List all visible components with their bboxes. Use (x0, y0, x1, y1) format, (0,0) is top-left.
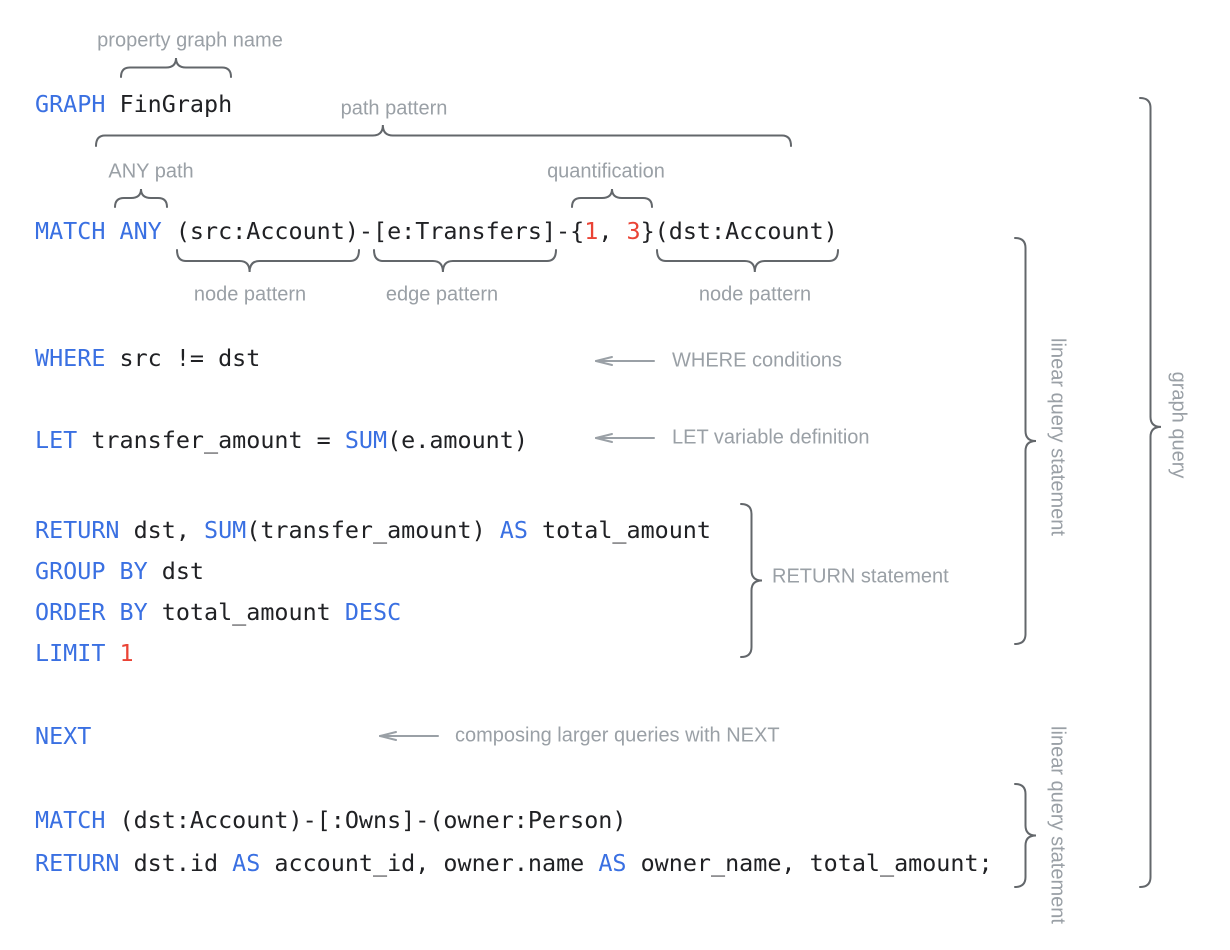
code-line-return: RETURN dst, SUM(transfer_amount) AS tota… (35, 516, 711, 544)
brace-path-pattern (95, 124, 792, 147)
label-quantification: quantification (547, 160, 665, 183)
brace-linear-query-statement-1 (1014, 237, 1037, 645)
code-token: total_amount (527, 516, 711, 544)
brace-any-path (114, 188, 168, 208)
brace-edge-pattern (373, 249, 557, 273)
code-token: WHERE (35, 344, 106, 372)
code-token: SUM (204, 516, 247, 544)
code-token: transfer_amount = (77, 426, 345, 454)
code-token: DESC (344, 598, 402, 626)
label-property-graph-name: property graph name (97, 29, 283, 52)
brace-linear-query-statement-2 (1014, 783, 1037, 888)
code-token: AS (499, 516, 528, 544)
code-token: account_id, owner.name (260, 849, 599, 877)
label-return-statement: RETURN statement (772, 565, 949, 588)
code-token: AS (598, 849, 627, 877)
code-token: , (598, 217, 627, 245)
left-arrow-let (595, 433, 655, 443)
brace-return-statement (740, 503, 763, 658)
code-token (105, 639, 119, 667)
code-line-match-owns: MATCH (dst:Account)-[:Owns]-(owner:Perso… (35, 806, 626, 834)
label-node-pattern-dst: node pattern (698, 283, 812, 306)
code-line-final-return: RETURN dst.id AS account_id, owner.name … (35, 849, 993, 877)
label-path-pattern: path pattern (340, 97, 448, 120)
label-composing-with-next: composing larger queries with NEXT (455, 724, 780, 747)
code-token: dst, (119, 516, 204, 544)
code-token: dst.id (119, 849, 233, 877)
code-token: 1 (119, 639, 134, 667)
code-token: NEXT (35, 722, 92, 750)
label-let-variable: LET variable definition (672, 426, 870, 449)
code-token: RETURN (35, 849, 120, 877)
code-token: dst (147, 557, 205, 585)
code-token: owner_name, total_amount; (626, 849, 993, 877)
code-token: (src:Account)-[e:Transfers]-{ (161, 217, 585, 245)
brace-node-pattern-dst (656, 249, 839, 273)
brace-property-graph-name (120, 57, 232, 78)
brace-quantification (571, 188, 653, 208)
code-token: RETURN (35, 516, 120, 544)
code-line-group-by: GROUP BY dst (35, 557, 204, 585)
code-line-match-any: MATCH ANY (src:Account)-[e:Transfers]-{1… (35, 217, 838, 245)
brace-graph-query (1139, 97, 1162, 888)
code-token: 3 (626, 217, 641, 245)
code-token: FinGraph (105, 90, 233, 118)
label-graph-query: graph query (1167, 371, 1190, 479)
code-token: ORDER BY (35, 598, 148, 626)
code-token: 1 (584, 217, 599, 245)
code-token: AS (232, 849, 261, 877)
code-token: total_amount (147, 598, 345, 626)
code-token: MATCH (35, 806, 106, 834)
code-token: MATCH ANY (35, 217, 162, 245)
code-token: GRAPH (35, 90, 106, 118)
code-line-order-by: ORDER BY total_amount DESC (35, 598, 401, 626)
left-arrow-where (595, 356, 655, 366)
code-line-next: NEXT (35, 722, 91, 750)
code-line-where: WHERE src != dst (35, 344, 260, 372)
code-token: (transfer_amount) (246, 516, 500, 544)
code-token: src != dst (105, 344, 261, 372)
label-where-conditions: WHERE conditions (672, 349, 843, 372)
label-edge-pattern: edge pattern (385, 283, 499, 306)
code-token: }(dst:Account) (640, 217, 838, 245)
code-token: (dst:Account)-[:Owns]-(owner:Person) (105, 806, 627, 834)
code-token: LET (35, 426, 78, 454)
code-line-limit: LIMIT 1 (35, 639, 134, 667)
left-arrow-next (379, 731, 439, 741)
label-any-path: ANY path (108, 160, 194, 183)
brace-node-pattern-src (176, 249, 360, 273)
code-line-graph: GRAPH FinGraph (35, 90, 232, 118)
code-line-let: LET transfer_amount = SUM(e.amount) (35, 426, 528, 454)
code-token: (e.amount) (387, 426, 528, 454)
code-token: SUM (344, 426, 388, 454)
label-node-pattern-src: node pattern (193, 283, 307, 306)
label-linear-query-statement-2: linear query statement (1046, 726, 1069, 924)
code-token: GROUP BY (35, 557, 148, 585)
code-token: LIMIT (35, 639, 106, 667)
label-linear-query-statement-1: linear query statement (1046, 338, 1069, 536)
